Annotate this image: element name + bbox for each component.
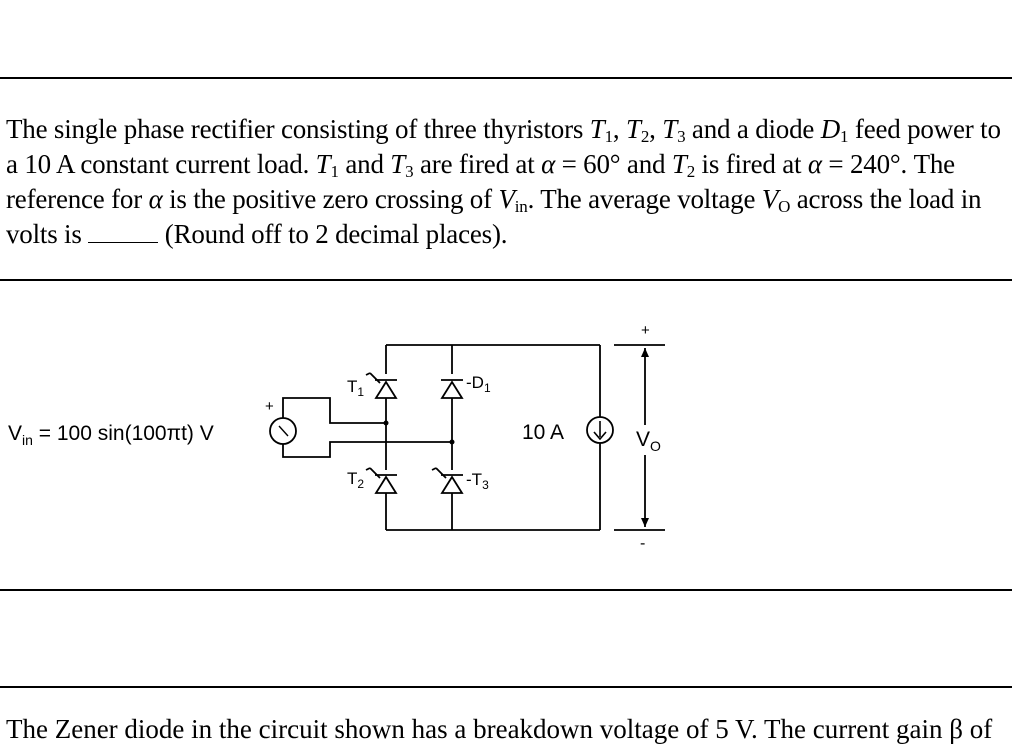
vo-label: VO [636,428,661,454]
t1-label: T1 [347,377,364,399]
vo-minus: - [640,535,645,552]
thyristor-t1-icon [365,372,398,399]
t3-label: -T3 [466,470,489,492]
thyristor-t2-icon [365,467,398,494]
vo-arrow [614,344,665,531]
t2-label: T2 [347,469,364,491]
top-rule [0,77,1012,79]
bottom-rule-1 [0,589,1012,591]
answer-blank[interactable] [88,222,159,243]
diode-d1-icon [440,379,464,399]
ac-source-icon [269,417,297,445]
thyristor-t3-icon [431,467,464,494]
d1-label: -D1 [466,373,491,395]
next-question-fragment: The Zener diode in the circuit shown has… [6,714,993,744]
wires [282,344,601,531]
mid-rule [0,279,1012,281]
current-source-icon [586,416,614,444]
source-plus: + [265,398,274,415]
source-label: Vin = 100 sin(100πt) V [8,422,214,448]
vo-plus: + [641,322,650,339]
circuit-diagram: Vin = 100 sin(100πt) V + T1 [8,322,665,552]
current-label: 10 A [522,421,564,444]
question-text: The single phase rectifier consisting of… [6,114,1001,249]
node-dot-2 [449,439,455,445]
bottom-rule-2 [0,686,1012,688]
node-dot-1 [383,420,389,426]
